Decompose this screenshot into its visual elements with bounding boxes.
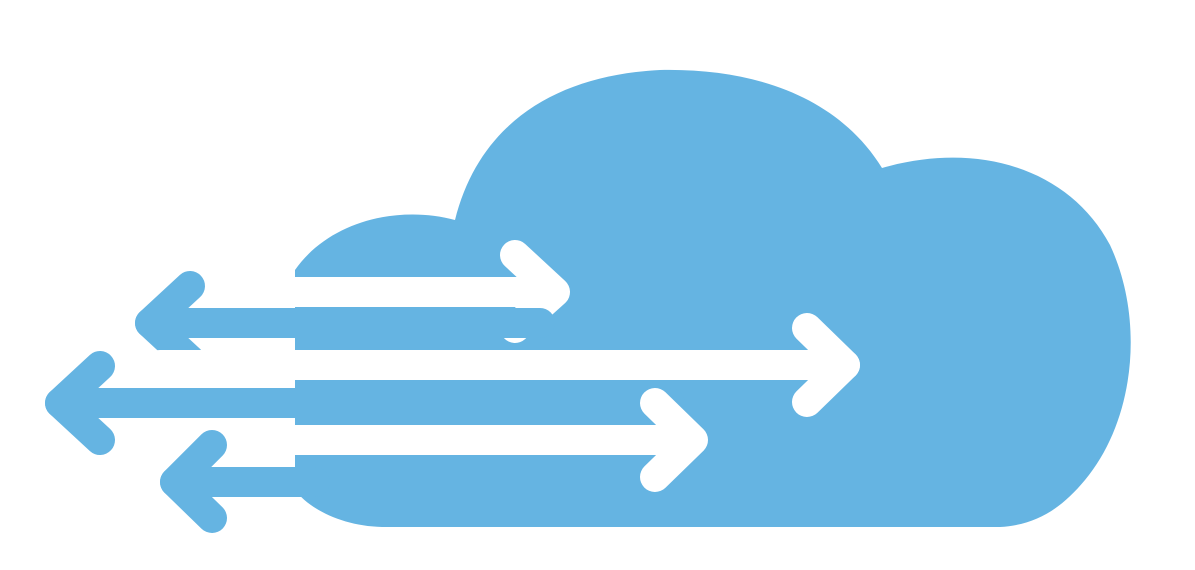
white-arrow-bottom (185, 388, 708, 492)
blue-arrow-upper (135, 271, 555, 375)
blue-arrow-long (45, 351, 685, 455)
white-arrow-long (145, 313, 860, 417)
blue-arrow-bottom (160, 430, 330, 533)
